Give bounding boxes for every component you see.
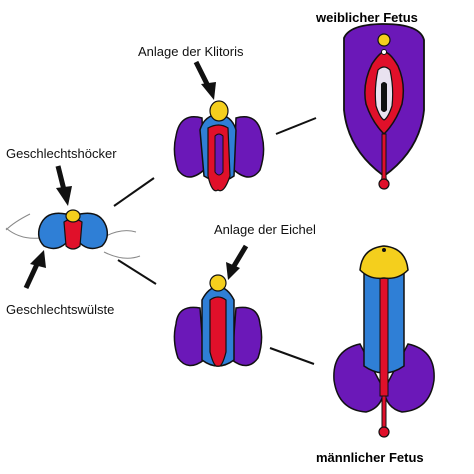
penile-raphe — [379, 275, 389, 397]
label-genital-tubercle: Geschlechtshöcker — [6, 146, 117, 161]
labia-major-right — [233, 116, 265, 178]
connector-female-fetus — [275, 117, 317, 135]
glans-anlage-shape — [209, 274, 227, 292]
urethral-groove-male — [209, 296, 227, 367]
vaginal-opening — [381, 82, 387, 112]
body-outline-left — [5, 213, 41, 239]
urethral-opening — [381, 49, 387, 55]
female-fetus-figure — [343, 23, 425, 190]
arrow-clitoris — [193, 60, 216, 100]
connector-indifferent-male — [117, 259, 157, 285]
urethral-meatus — [382, 248, 386, 252]
arrow-genital-swellings — [23, 250, 46, 290]
label-female-fetus: weiblicher Fetus — [315, 10, 418, 25]
arrow-glans — [226, 244, 249, 280]
scrotal-swelling-right — [231, 306, 263, 367]
labia-major-left — [173, 116, 205, 178]
connector-male-fetus — [269, 347, 315, 365]
anus-female — [378, 178, 390, 190]
clitoris-glans — [377, 33, 391, 47]
male-fetus-figure — [333, 245, 435, 438]
anus-male — [378, 426, 390, 438]
early-female-stage — [173, 100, 265, 192]
perineal-raphe-male — [381, 395, 387, 429]
indifferent-stage — [5, 209, 141, 259]
connector-indifferent-female — [113, 177, 155, 207]
early-male-stage — [173, 274, 263, 367]
label-male-fetus: männlicher Fetus — [316, 450, 424, 465]
label-glans-anlage: Anlage der Eichel — [214, 222, 316, 237]
glans — [359, 245, 409, 280]
scrotum-right — [383, 343, 435, 413]
vestibule-early — [214, 133, 224, 176]
body-outline-right — [103, 230, 141, 259]
clitoris-anlage-shape — [209, 100, 229, 122]
scrotum-left — [333, 343, 385, 413]
urethral-fold — [63, 218, 83, 250]
arrow-genital-tubercle — [55, 165, 72, 206]
genital-tubercle-tip — [65, 209, 81, 223]
label-genital-swellings: Geschlechtswülste — [6, 302, 114, 317]
label-clitoris-anlage: Anlage der Klitoris — [138, 44, 244, 59]
scrotal-swelling-left — [173, 306, 205, 367]
